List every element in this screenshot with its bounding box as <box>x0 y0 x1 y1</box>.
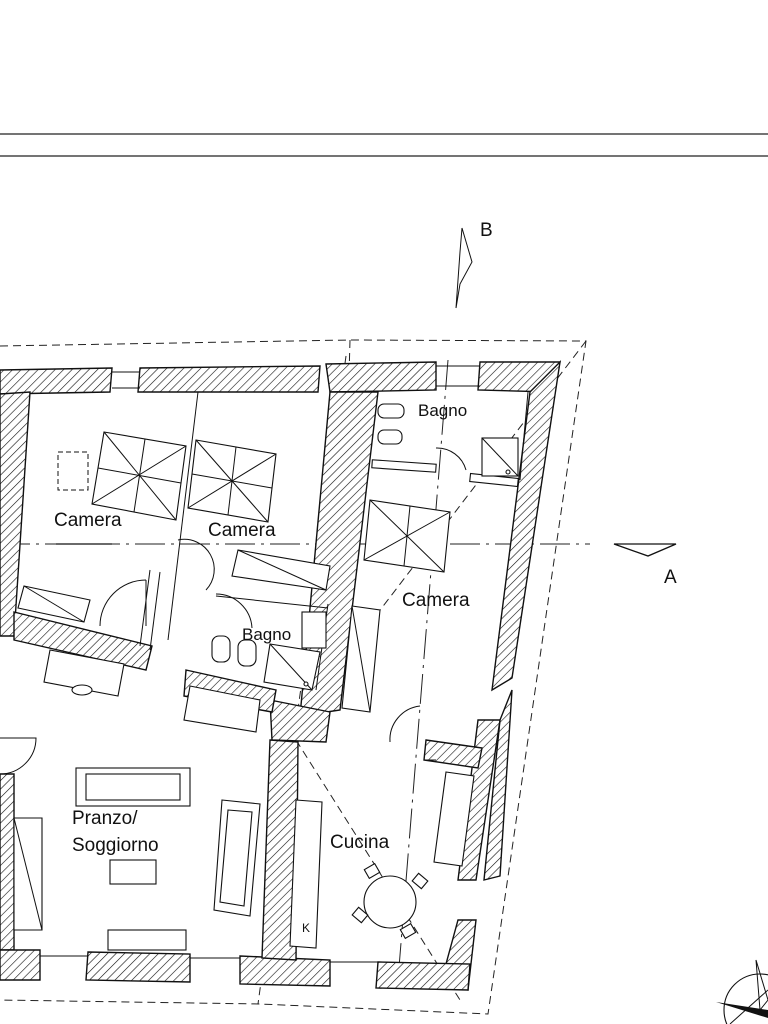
fixture-k-label: K <box>302 921 310 935</box>
section-marker-b: B <box>455 220 493 309</box>
exterior-walls <box>0 359 562 991</box>
double-bed-1 <box>91 431 187 521</box>
sofa-side <box>213 799 261 917</box>
room-label-bagno-2: Bagno <box>242 625 291 644</box>
room-label-camera-3: Camera <box>402 590 470 611</box>
north-arrow-icon <box>716 959 768 1024</box>
room-label-camera-1: Camera <box>54 510 122 531</box>
section-label-a: A <box>664 567 677 588</box>
room-label-cucina: Cucina <box>330 832 390 853</box>
room-label-bagno-1: Bagno <box>418 401 467 420</box>
section-label-b: B <box>480 220 493 241</box>
title-block-lines <box>0 133 768 157</box>
room-labels: Camera Camera Camera Bagno Bagno Pranzo/… <box>54 401 470 935</box>
doors <box>0 447 467 775</box>
section-marker-a: A <box>613 543 677 588</box>
double-bed-3 <box>363 499 451 573</box>
interior-partitions <box>139 391 529 691</box>
windows <box>40 365 480 963</box>
sofa <box>75 767 191 807</box>
room-label-pranzo-line1: Pranzo/ <box>72 808 138 829</box>
furniture <box>13 403 519 951</box>
double-bed-2 <box>187 439 277 523</box>
dining-table <box>351 862 429 940</box>
room-label-pranzo-line2: Soggiorno <box>72 835 159 856</box>
room-label-camera-2: Camera <box>208 520 276 541</box>
